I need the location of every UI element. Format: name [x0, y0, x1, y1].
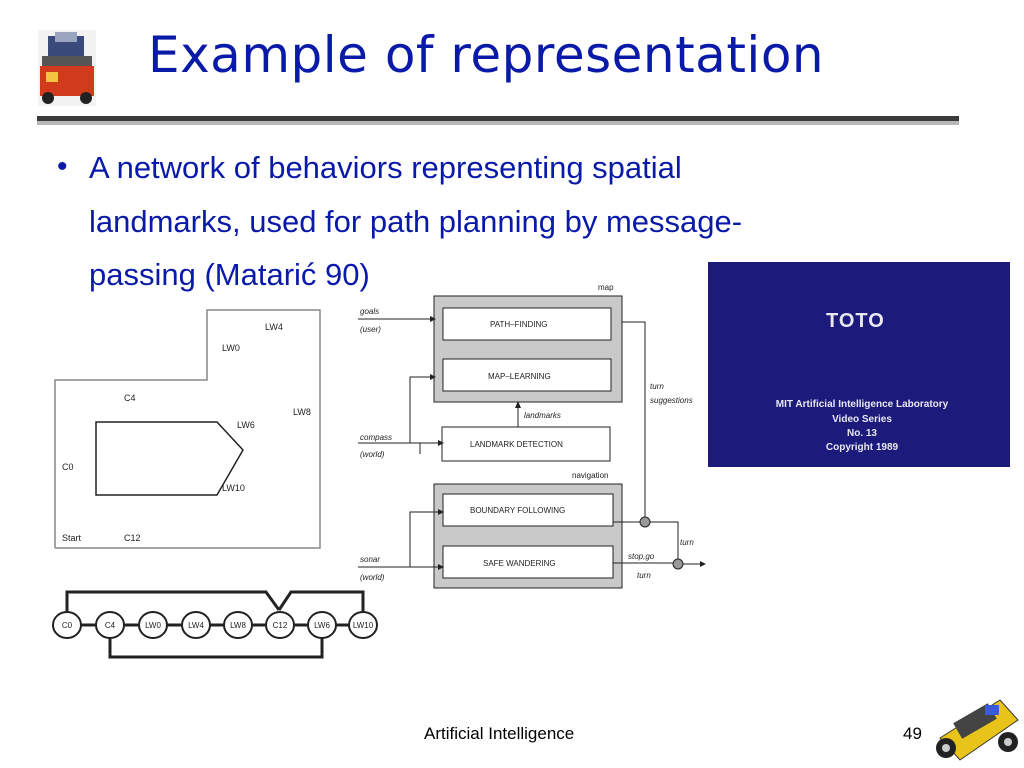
- node-graph: C0 C4 LW0 LW4 LW8 C12 LW6 LW10: [52, 590, 378, 659]
- path-finding-box: [442, 307, 612, 341]
- page-number: 49: [903, 724, 922, 743]
- title-divider-shadow: [37, 121, 959, 125]
- architecture-diagram: map PATH–FINDING MAP–LEARNING LANDMARK D…: [358, 283, 706, 589]
- suppressor-node-2: [672, 558, 684, 570]
- map-label-start: Start: [62, 533, 82, 543]
- bullet-line-2: landmarks, used for path planning by mes…: [89, 204, 743, 239]
- graph-node: [265, 611, 295, 639]
- map-label-lw4: LW4: [265, 322, 283, 332]
- graph-node-label: C12: [273, 621, 288, 630]
- turn-suggestions-label-1: turn: [650, 382, 664, 391]
- graph-node-label: LW8: [230, 621, 246, 630]
- graph-node-label: LW10: [353, 621, 374, 630]
- map-label-c4: C4: [124, 393, 136, 403]
- landmark-detection-label: LANDMARK DETECTION: [470, 440, 563, 449]
- bullet-marker: •: [57, 150, 68, 183]
- turn-suggestions-label-2: suggestions: [650, 396, 693, 405]
- bullet-line-3: passing (Matarić 90): [89, 257, 370, 292]
- world-label-2: (world): [360, 573, 385, 582]
- video-heading: TOTO: [826, 310, 885, 332]
- page-title: Example of representation: [148, 26, 825, 84]
- graph-node: [307, 611, 337, 639]
- graph-node: [52, 611, 82, 639]
- graph-node: [223, 611, 253, 639]
- world-label-1: (world): [360, 450, 385, 459]
- compass-label: compass: [360, 433, 392, 442]
- map-group-label: map: [598, 283, 614, 292]
- path-finding-label: PATH–FINDING: [490, 320, 547, 329]
- graph-node-label: C4: [105, 621, 116, 630]
- turn-out-label: turn: [680, 538, 694, 547]
- video-line-3: No. 13: [846, 428, 877, 439]
- boundary-following-box: [442, 493, 614, 527]
- title-divider: [37, 116, 959, 121]
- graph-node: [181, 611, 211, 639]
- sonar-label: sonar: [360, 555, 380, 564]
- safe-wandering-box: [442, 545, 614, 579]
- graph-node-label: LW4: [188, 621, 204, 630]
- video-line-1: MIT Artificial Intelligence Laboratory: [775, 399, 949, 410]
- graph-node-label: LW6: [314, 621, 330, 630]
- safe-wandering-label: SAFE WANDERING: [483, 559, 556, 568]
- landmarks-label: landmarks: [524, 411, 561, 420]
- graph-node: [95, 611, 125, 639]
- boundary-following-label: BOUNDARY FOLLOWING: [470, 506, 565, 515]
- map-label-lw8: LW8: [293, 407, 311, 417]
- map-label-lw0: LW0: [222, 343, 240, 353]
- goals-label: goals: [360, 307, 379, 316]
- graph-node-label: LW0: [145, 621, 161, 630]
- landmark-detection-box: [441, 426, 611, 462]
- video-line-2: Video Series: [832, 414, 892, 425]
- map-label-lw6: LW6: [237, 420, 255, 430]
- stop-go-label: stop,go: [628, 552, 655, 561]
- turn-bottom-label: turn: [637, 571, 651, 580]
- video-still: TOTO MIT Artificial Intelligence Laborat…: [708, 262, 1010, 467]
- bullet-line-1: A network of behaviors representing spat…: [89, 150, 682, 185]
- navigation-group-label: navigation: [572, 471, 608, 480]
- map-label-lw10: LW10: [222, 483, 245, 493]
- map-label-c12: C12: [124, 533, 141, 543]
- graph-node-label: C0: [62, 621, 73, 630]
- footer-title: Artificial Intelligence: [424, 724, 575, 743]
- user-label: (user): [360, 325, 381, 334]
- suppressor-node-1: [639, 516, 651, 528]
- floor-map: LW4 LW0 C4 LW8 LW6 C0 LW10 Start C12: [54, 309, 321, 549]
- video-line-4: Copyright 1989: [825, 442, 899, 453]
- map-learning-box: [442, 358, 612, 392]
- graph-node: [348, 611, 378, 639]
- graph-node: [138, 611, 168, 639]
- map-learning-label: MAP–LEARNING: [488, 372, 551, 381]
- map-label-c0: C0: [62, 462, 74, 472]
